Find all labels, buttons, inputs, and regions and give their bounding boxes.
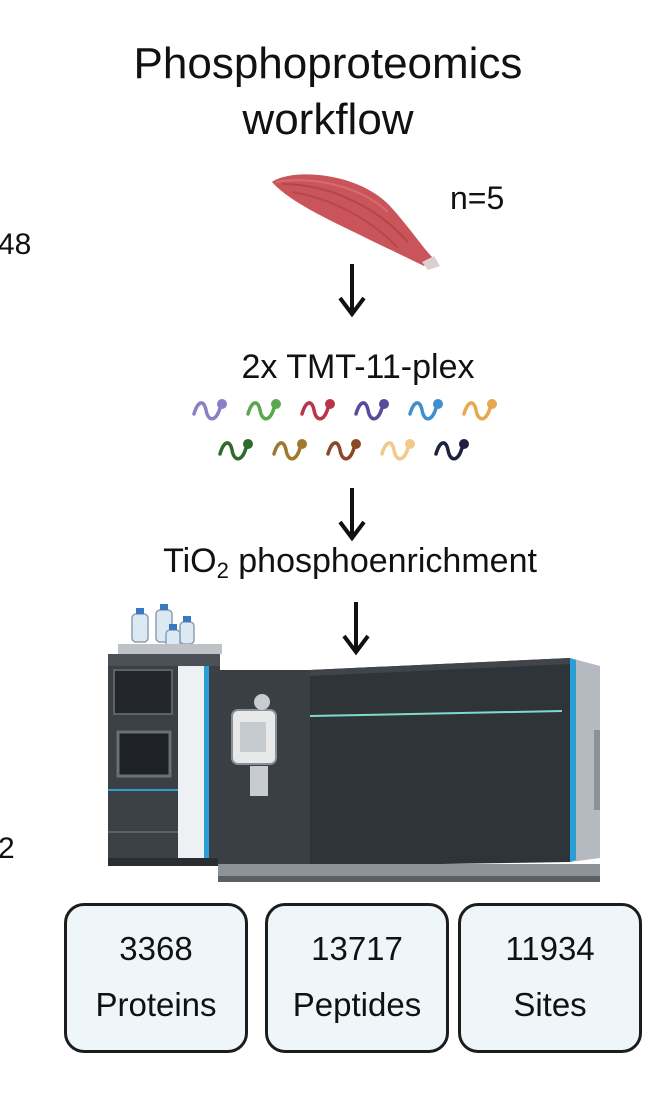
peptide-tag [434,439,469,461]
tag-row-1 [192,399,497,421]
peptide-tag [192,399,227,421]
enrichment-prefix: TiO [163,542,217,580]
edge-label-bottom: 2 [0,832,15,865]
labeling-step-label: 2x TMT-11-plex [241,348,475,386]
enrichment-subscript: 2 [216,558,229,583]
result-box-proteins: 3368 Proteins [64,903,248,1053]
peptide-tag [380,439,415,461]
title-line-1: Phosphoproteomics [133,39,523,88]
edge-label-top: 48 [0,228,32,261]
peptide-tag [246,399,281,421]
peptide-tag [408,399,443,421]
result-value: 11934 [505,930,595,967]
result-label: Peptides [292,986,422,1023]
result-box-sites: 11934 Sites [458,903,642,1053]
peptide-tag [300,399,335,421]
down-arrow-icon [342,602,370,656]
result-label: Sites [513,986,587,1023]
peptide-tag [326,439,361,461]
peptide-tag [354,399,389,421]
result-value: 13717 [311,930,403,967]
down-arrow-icon [338,488,366,542]
page-title: Phosphoproteomics workflow [0,36,656,148]
muscle-icon [272,174,440,270]
peptide-tag [218,439,253,461]
result-label: Proteins [95,986,217,1023]
result-box-peptides: 13717 Peptides [265,903,449,1053]
sample-count: n=5 [450,180,505,216]
enrichment-suffix: phosphoenrichment [228,542,537,580]
peptide-tag [462,399,497,421]
down-arrow-icon [338,264,366,318]
enrichment-step-label: TiO2 phosphoenrichment [100,542,600,584]
peptide-tag [272,439,307,461]
mass-spectrometer-icon [108,604,600,882]
tag-row-2 [218,439,469,461]
title-line-2: workflow [242,95,414,144]
peptide-tag-icon [192,399,497,461]
result-value: 3368 [119,930,193,967]
